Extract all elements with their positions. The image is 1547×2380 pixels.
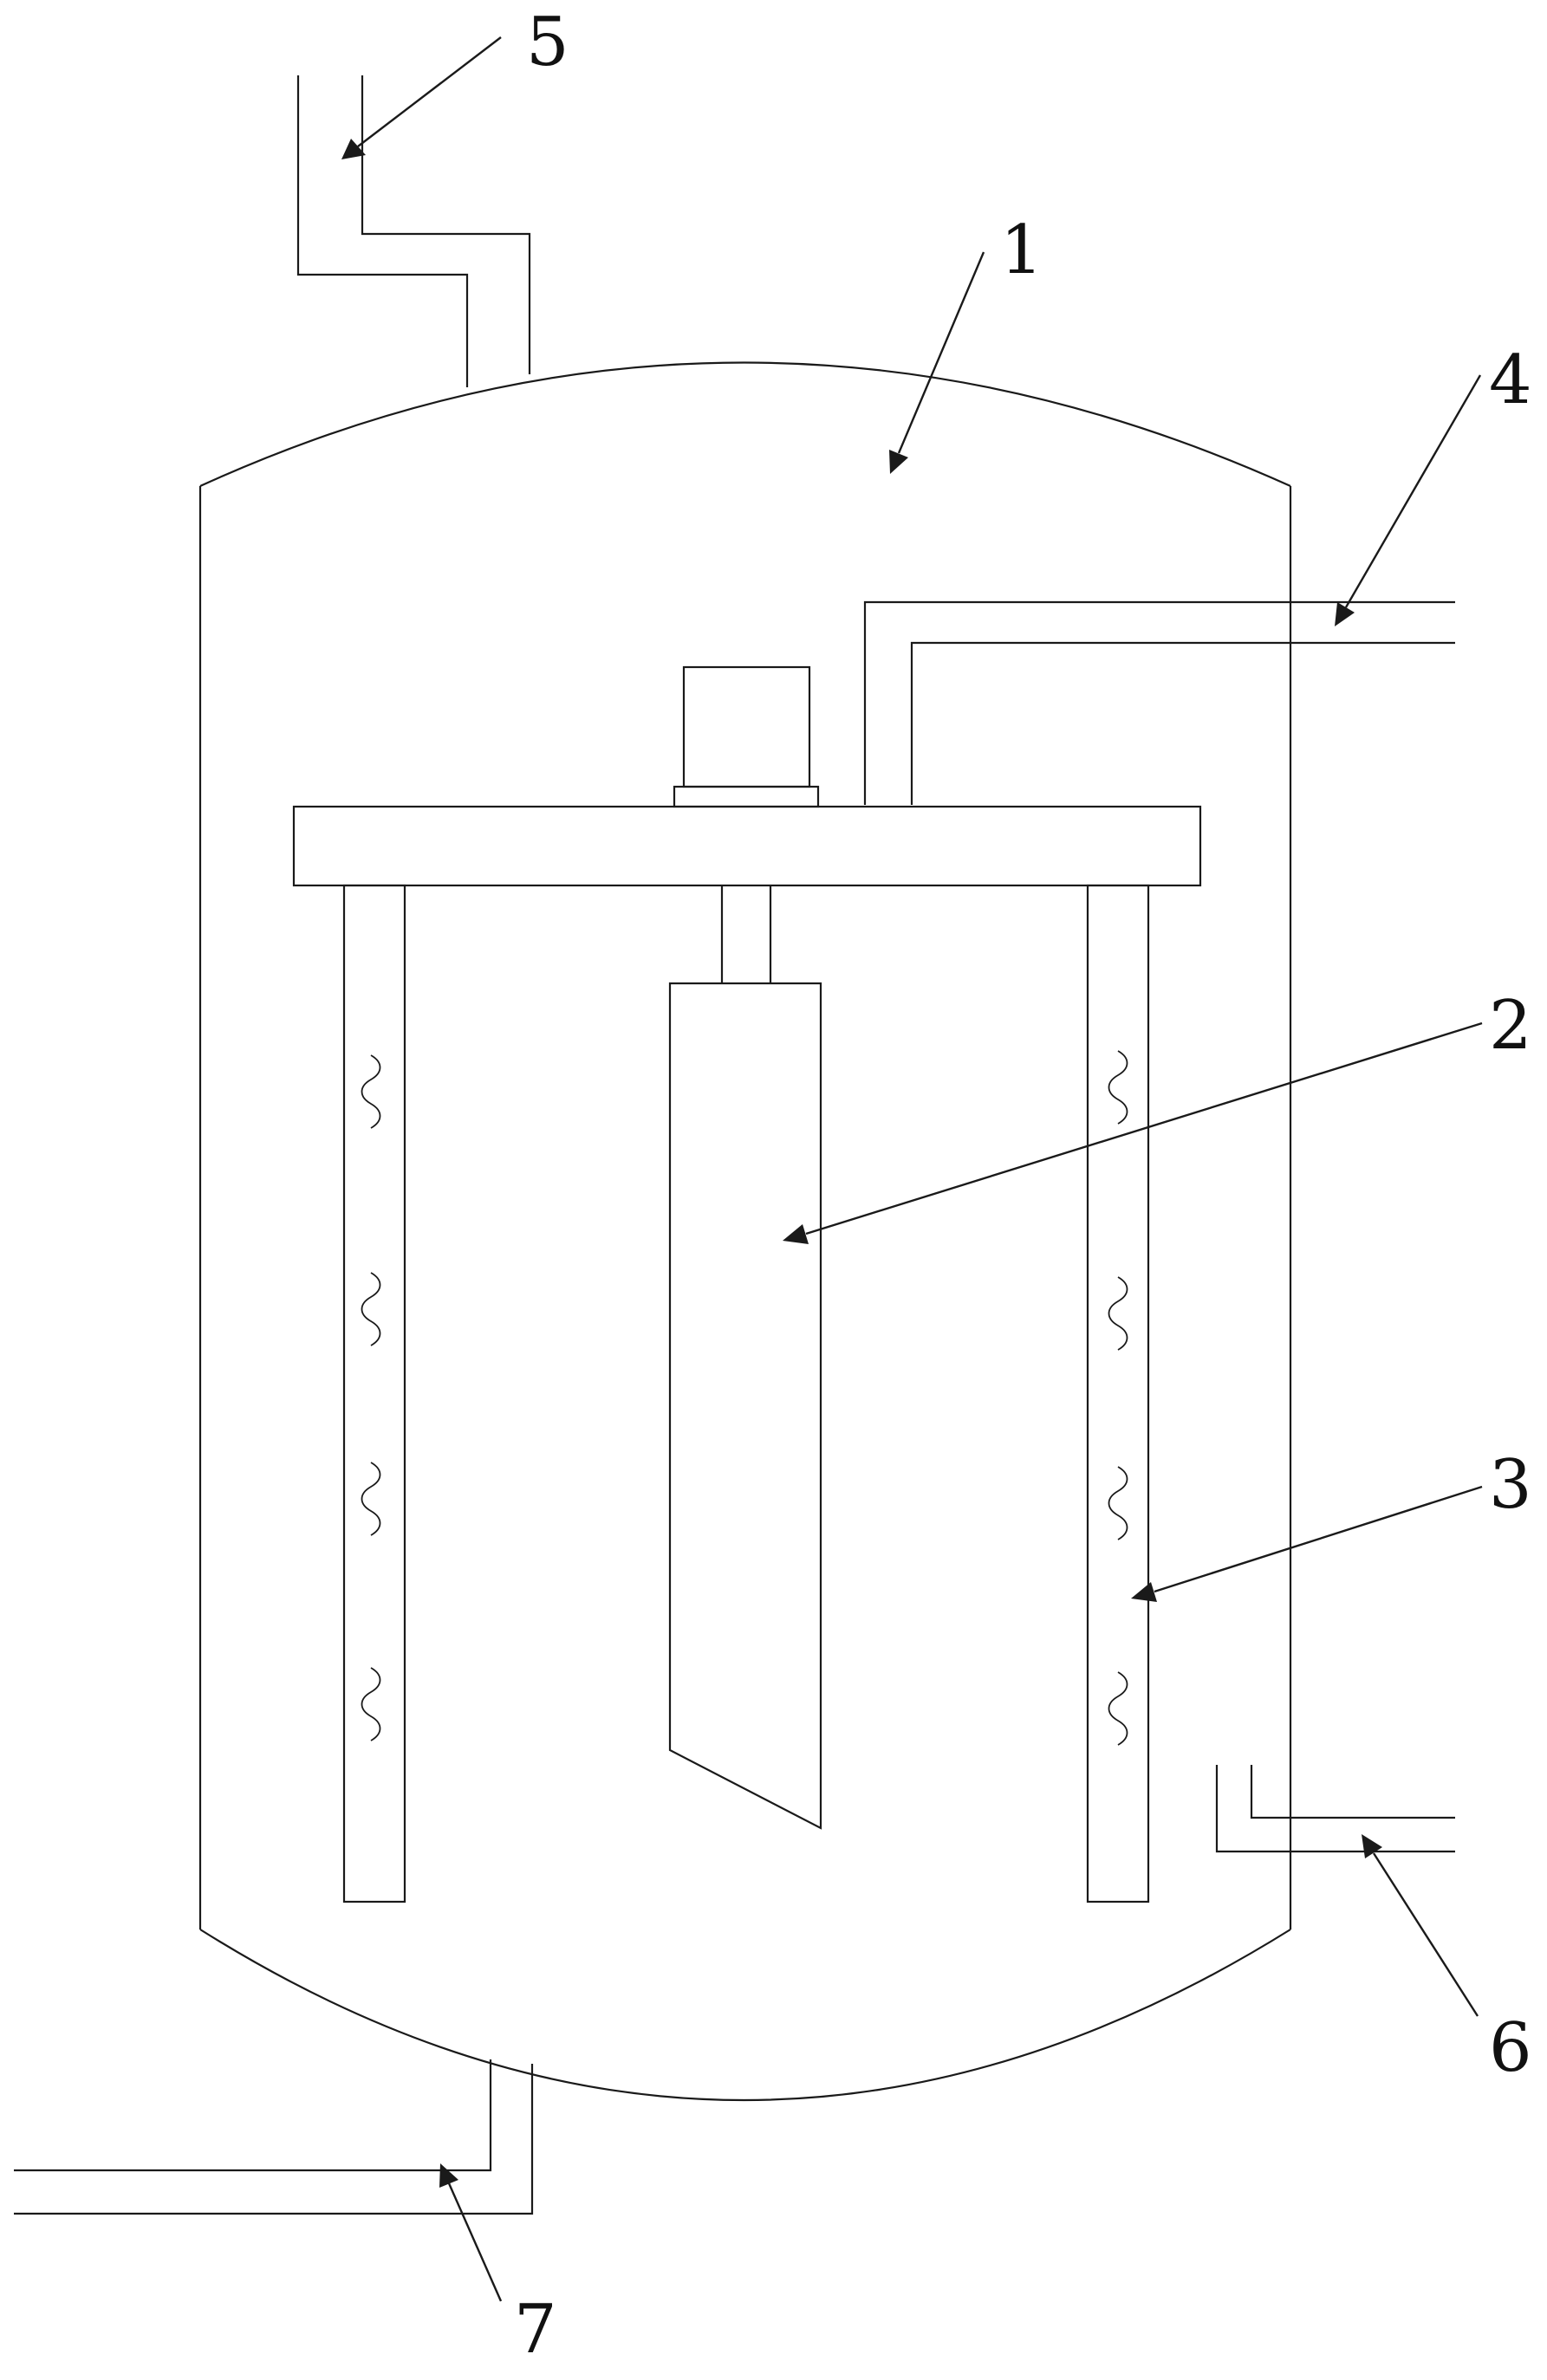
upper-right-pipe-outer-wall: [863, 600, 1455, 805]
right-heating-coil-4: [1108, 1671, 1128, 1746]
left-heating-coil-1: [361, 1054, 381, 1129]
bottom-pipe-outer-wall: [14, 2064, 534, 2215]
right-heating-tube-outline: [1086, 884, 1150, 1903]
label-5: 5: [526, 3, 569, 81]
leader-line-1: [897, 251, 985, 454]
label-3: 3: [1489, 1446, 1532, 1524]
right-heating-coil-2: [1108, 1276, 1128, 1351]
leader-line-4: [1344, 374, 1482, 608]
leader-line-5: [357, 36, 502, 147]
right-heating-tube: [1086, 884, 1150, 1903]
leader-line-3: [1154, 1485, 1483, 1593]
leader-line-2: [805, 1021, 1483, 1235]
arrowhead-2: [783, 1224, 809, 1244]
arrowhead-4: [1335, 602, 1355, 626]
label-2: 2: [1489, 987, 1532, 1065]
right-heating-coil-1: [1108, 1050, 1128, 1125]
agitator-blade: [668, 982, 822, 1830]
motor: [673, 665, 820, 808]
label-7: 7: [514, 2291, 557, 2369]
reference-numerals: 5 1 4 2 3 6 7: [514, 3, 1532, 2369]
left-heating-coil-2: [361, 1272, 381, 1346]
top-pipe-inner-wall: [361, 75, 531, 374]
bottom-pipe-inner-wall: [14, 2059, 492, 2172]
left-heating-tube: [342, 884, 406, 1903]
bottom-pipe: [14, 2059, 534, 2215]
leader-line-6: [1372, 1852, 1479, 2017]
leader-line-7: [447, 2182, 503, 2302]
tank-top-dome: [199, 361, 1291, 488]
arrowhead-7: [439, 2163, 458, 2188]
motor-base: [673, 785, 820, 808]
agitator: [668, 885, 822, 1830]
left-heating-tube-outline: [342, 884, 406, 1903]
lower-right-pipe-outer-wall: [1215, 1765, 1455, 1853]
arrowhead-3: [1131, 1582, 1157, 1602]
right-heating-coil-3: [1108, 1466, 1128, 1540]
label-4: 4: [1489, 341, 1532, 419]
mounting-plate: [292, 805, 1202, 887]
top-pipe-outer-wall: [296, 75, 469, 387]
arrowhead-5: [341, 139, 366, 159]
top-pipe: [296, 75, 531, 387]
tank-body: [198, 361, 1292, 2102]
lower-right-pipe: [1215, 1765, 1455, 1853]
arrowhead-6: [1362, 1834, 1382, 1858]
label-1: 1: [1000, 211, 1043, 289]
label-6: 6: [1489, 2009, 1532, 2087]
motor-housing: [682, 665, 811, 788]
upper-right-pipe: [863, 600, 1455, 805]
left-heating-coil-4: [361, 1667, 381, 1741]
upper-right-pipe-inner-wall: [910, 641, 1455, 805]
left-heating-coil-3: [361, 1462, 381, 1536]
lower-right-pipe-inner-wall: [1250, 1765, 1455, 1819]
leader-lines: [341, 36, 1483, 2302]
tank-bottom-dome: [199, 1929, 1291, 2102]
arrowhead-1: [889, 450, 908, 474]
